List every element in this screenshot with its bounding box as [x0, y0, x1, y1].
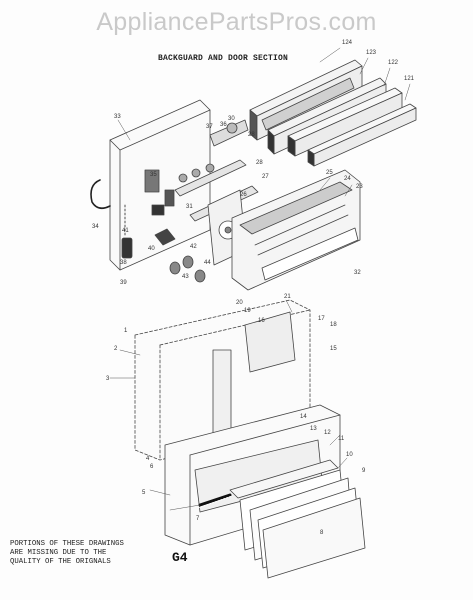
trim-strip-122 [287, 87, 403, 157]
callout-26: 26 [240, 192, 247, 198]
callout-35: 35 [150, 172, 157, 178]
callout-122: 122 [388, 60, 399, 66]
note-line-1: PORTIONS OF THESE DRAWINGS [10, 540, 124, 548]
callout-40: 40 [148, 246, 155, 252]
callout-18: 18 [330, 322, 337, 328]
callout-43: 43 [182, 274, 189, 280]
callout-44: 44 [204, 260, 211, 266]
callout-36: 36 [220, 122, 227, 128]
watermark: AppliancePartsPros.com [96, 8, 377, 36]
backguard-rear-panel [109, 99, 211, 271]
trim-strip-121 [307, 103, 417, 167]
trim-strip-124 [249, 59, 363, 141]
callout-30: 30 [228, 116, 235, 122]
callout-16: 16 [258, 318, 265, 324]
callout-7: 7 [196, 516, 200, 522]
callout-39: 39 [120, 280, 127, 286]
control-knobs [154, 228, 206, 283]
callout-2: 2 [114, 346, 118, 352]
door-spring [197, 493, 233, 509]
callout-124: 124 [342, 40, 353, 46]
callout-1: 1 [124, 328, 128, 334]
callout-41: 41 [122, 228, 129, 234]
callout-14: 14 [300, 414, 307, 420]
callout-19: 19 [244, 308, 251, 314]
callout-28a: 28 [248, 132, 255, 138]
callout-20: 20 [236, 300, 243, 306]
callout-38: 38 [120, 260, 127, 266]
callout-10: 10 [346, 452, 353, 458]
callout-32: 32 [354, 270, 361, 276]
callout-4: 4 [146, 456, 150, 462]
callout-15: 15 [330, 346, 337, 352]
page-code: G4 [172, 550, 188, 565]
callout-25: 25 [326, 170, 333, 176]
callout-12: 12 [324, 430, 331, 436]
callout-9: 9 [362, 468, 366, 474]
callout-27: 27 [262, 174, 269, 180]
callout-123: 123 [366, 50, 377, 56]
callout-24: 24 [344, 176, 351, 182]
callout-8: 8 [320, 530, 324, 536]
callout-33: 33 [114, 114, 121, 120]
callout-6: 6 [150, 464, 154, 470]
callout-21: 21 [284, 294, 291, 300]
callout-13: 13 [310, 426, 317, 432]
callout-37: 37 [206, 124, 213, 130]
switch-assembly [90, 119, 259, 259]
callout-121: 121 [404, 76, 415, 82]
note-line-3: QUALITY OF THE ORIGNALS [10, 558, 111, 566]
missing-portions-note: PORTIONS OF THESE DRAWINGS ARE MISSING D… [10, 540, 180, 567]
callout-42: 42 [190, 244, 197, 250]
door-glass-panels [229, 459, 366, 579]
note-line-2: ARE MISSING DUE TO THE [10, 549, 107, 557]
callout-34: 34 [92, 224, 99, 230]
callout-3: 3 [106, 376, 110, 382]
callout-5: 5 [142, 490, 146, 496]
callout-28b: 28 [256, 160, 263, 166]
callout-23: 23 [356, 184, 363, 190]
control-panel [231, 169, 361, 291]
section-title: BACKGUARD AND DOOR SECTION [158, 54, 289, 63]
callout-11: 11 [338, 436, 345, 442]
callout-31: 31 [186, 204, 193, 210]
callout-17: 17 [318, 316, 325, 322]
